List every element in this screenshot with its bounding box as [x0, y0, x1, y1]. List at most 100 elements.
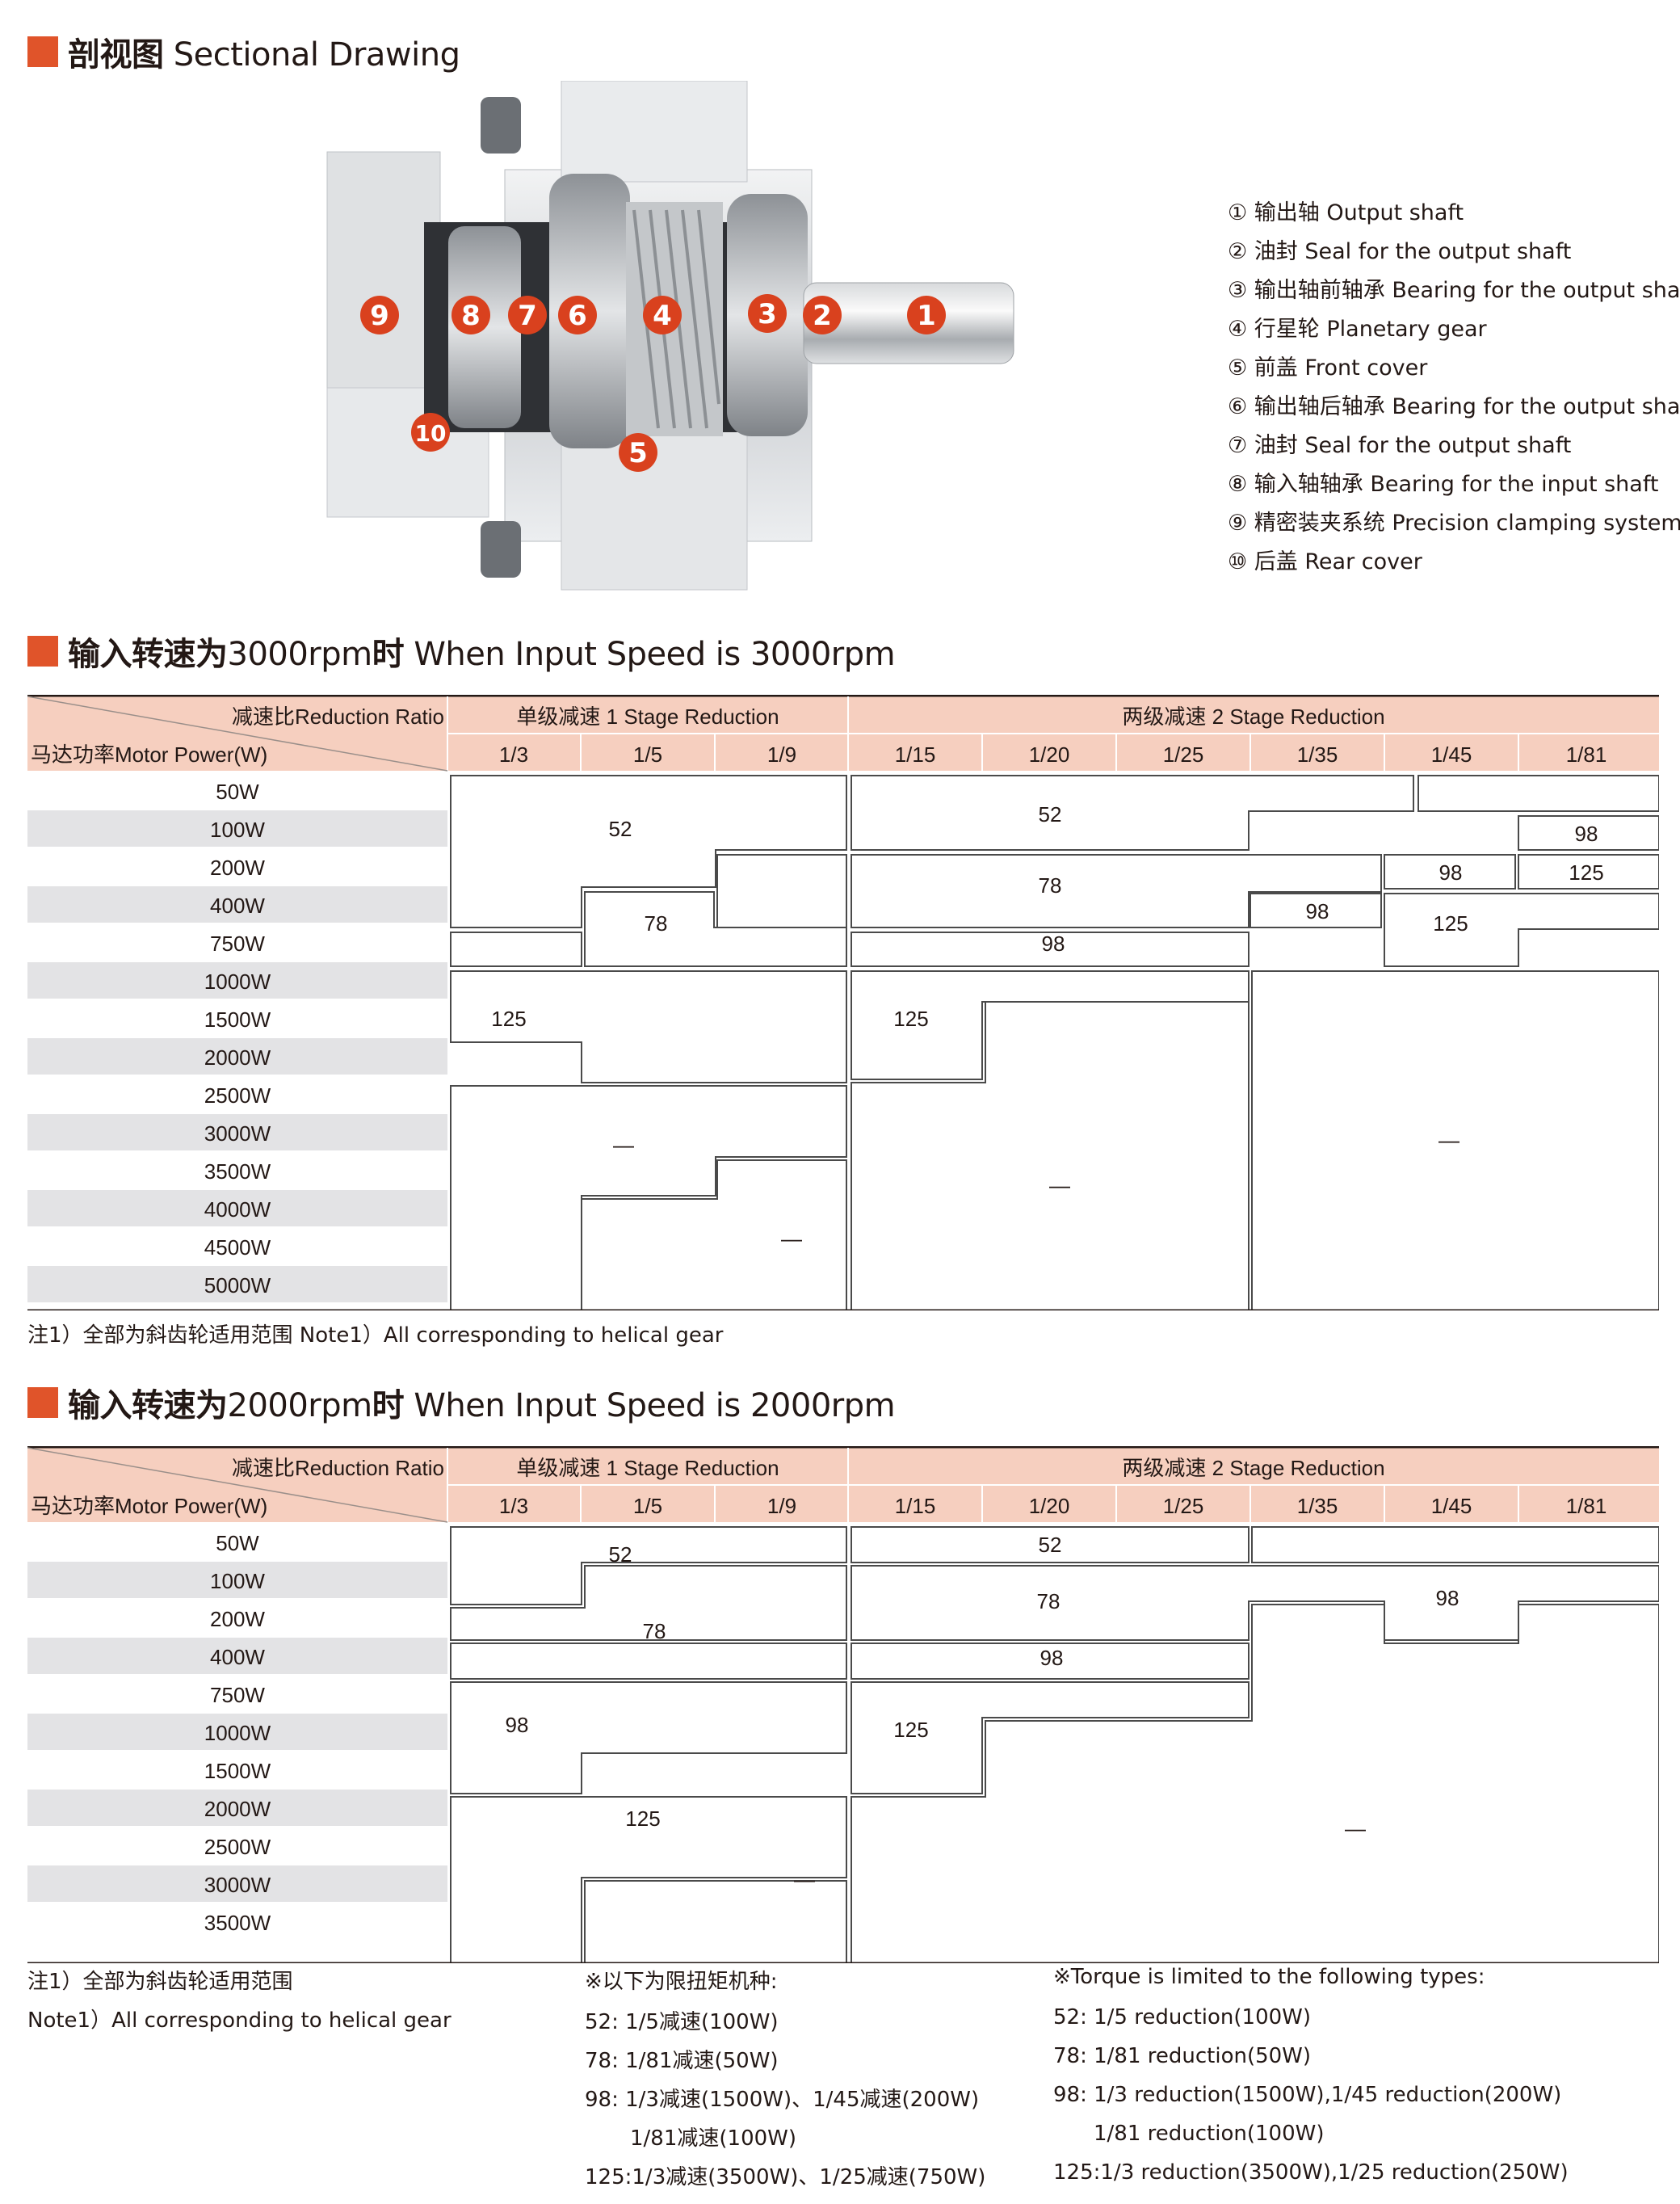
t2-val-98b: 98 — [1040, 1646, 1064, 1670]
title-cn: 输入转速为 — [68, 636, 228, 673]
row-stripe — [27, 1865, 447, 1902]
row-stripe — [27, 1676, 447, 1712]
ratio-1-81: 1/81 — [1566, 1494, 1607, 1518]
gearbox-illustration: 9 8 7 6 4 3 2 1 10 5 — [326, 80, 1014, 591]
ratio-label: 减速比Reduction Ratio — [232, 1456, 444, 1480]
row-stripe — [27, 1266, 447, 1302]
row-label-power: 200W — [210, 856, 265, 880]
torque-note-cn: 98: 1/3减速(1500W)、1/45减速(200W) — [585, 2088, 980, 2112]
row-label-power: 2000W — [204, 1045, 271, 1070]
t1-val-125c: 125 — [893, 1007, 928, 1031]
row-label-power: 4000W — [204, 1197, 271, 1222]
row-stripe — [27, 962, 447, 999]
ratio-1-9: 1/9 — [767, 1494, 796, 1518]
marker-1-label: 1 — [917, 300, 936, 332]
torque-table-2000rpm: 减速比Reduction Ratio 马达功率Motor Power(W) 单级… — [27, 1446, 1659, 1963]
marker-9 — [360, 296, 399, 334]
row-label-power: 1500W — [204, 1007, 271, 1032]
note-cn: 注1）全部为斜齿轮适用范围 — [27, 1970, 293, 1994]
row-label-power: 400W — [210, 894, 265, 918]
t1-val-dash-c: — — [1438, 1128, 1460, 1152]
stage2-label: 两级减速 2 Stage Reduction — [1122, 705, 1384, 729]
t1-val-78b: 78 — [645, 911, 668, 936]
title-cn: 剖视图 — [68, 36, 164, 74]
ratio-1-35: 1/35 — [1297, 742, 1338, 767]
torque-note-cn: 125:1/3减速(3500W)、1/25减速(750W) — [585, 2165, 986, 2189]
ratio-1-45: 1/45 — [1431, 742, 1472, 767]
row-stripe — [27, 1752, 447, 1788]
title-cn-suffix: 时 — [372, 636, 405, 673]
row-label-power: 3500W — [204, 1159, 271, 1184]
parts-legend: ① 输出轴 Output shaft ② 油封 Seal for the out… — [1228, 194, 1680, 582]
title-square-icon — [27, 36, 58, 67]
title-square-icon — [27, 636, 58, 667]
row-stripe — [27, 1903, 447, 1940]
torque-note-cn: 1/81减速(100W) — [630, 2126, 797, 2151]
title-square-icon — [27, 1387, 58, 1418]
t2-val-98a: 98 — [1436, 1586, 1460, 1610]
row-stripe — [27, 1190, 447, 1226]
row-label-power: 400W — [210, 1645, 265, 1669]
row-label-power: 2500W — [204, 1835, 271, 1859]
row-label-power: 3000W — [204, 1121, 271, 1146]
marker-9-label: 9 — [370, 300, 389, 332]
ratio-1-3: 1/3 — [499, 742, 528, 767]
marker-5-label: 5 — [628, 437, 648, 469]
marker-2 — [803, 296, 842, 334]
legend-item: ⑥ 输出轴后轴承 Bearing for the output shaft — [1228, 394, 1680, 419]
legend-item: ① 输出轴 Output shaft — [1228, 200, 1464, 225]
t1-val-98d: 98 — [1042, 932, 1065, 956]
marker-4 — [643, 296, 682, 334]
row-stripe — [27, 1828, 447, 1864]
ratio-1-5: 1/5 — [633, 742, 662, 767]
ratio-1-5: 1/5 — [633, 1494, 662, 1518]
ratio-1-25: 1/25 — [1163, 742, 1204, 767]
row-stripe — [27, 1228, 447, 1264]
t2-val-52b: 52 — [1039, 1533, 1062, 1557]
row-label-power: 4500W — [204, 1235, 271, 1260]
row-stripe — [27, 924, 447, 961]
row-stripe — [27, 1562, 447, 1598]
marker-6-label: 6 — [568, 300, 587, 332]
t1-val-125b: 125 — [1433, 911, 1468, 936]
row-stripe — [27, 1790, 447, 1826]
title-en: When Input Speed is 3000rpm — [414, 636, 896, 673]
legend-item: ④ 行星轮 Planetary gear — [1228, 317, 1487, 342]
stage1-label: 单级减速 1 Stage Reduction — [516, 1456, 779, 1480]
torque-note-en: 1/81 reduction(100W) — [1094, 2122, 1325, 2146]
title-rpm: 2000rpm — [227, 1387, 373, 1424]
section-title-sectional: 剖视图 Sectional Drawing — [27, 32, 460, 74]
row-label-power: 5000W — [204, 1273, 271, 1298]
stage2-label: 两级减速 2 Stage Reduction — [1122, 1456, 1384, 1480]
row-stripe — [27, 1076, 447, 1113]
row-label-power: 3500W — [204, 1911, 271, 1935]
torque-note-en: 98: 1/3 reduction(1500W),1/45 reduction(… — [1053, 2083, 1562, 2107]
note-helical-1: 注1）全部为斜齿轮适用范围 Note1）All corresponding to… — [27, 1323, 724, 1348]
torque-note-cn: 78: 1/81减速(50W) — [585, 2049, 779, 2073]
title-en: When Input Speed is 2000rpm — [414, 1387, 896, 1424]
marker-1 — [907, 296, 946, 334]
ratio-1-81: 1/81 — [1566, 742, 1607, 767]
marker-6 — [558, 296, 597, 334]
t2-val-dash-b: — — [1345, 1816, 1366, 1840]
torque-note-cn: 52: 1/5减速(100W) — [585, 2010, 779, 2034]
row-stripe — [27, 1714, 447, 1750]
ratio-1-35: 1/35 — [1297, 1494, 1338, 1518]
row-stripe — [27, 886, 447, 923]
row-label-power: 1000W — [204, 970, 271, 994]
t1-val-52a: 52 — [609, 817, 632, 841]
row-label-power: 750W — [210, 1683, 265, 1707]
t1-val-98e: 125 — [491, 1007, 526, 1031]
ratio-1-15: 1/15 — [895, 742, 936, 767]
ratio-1-25: 1/25 — [1163, 1494, 1204, 1518]
row-stripe — [27, 848, 447, 885]
torque-note-en: 78: 1/81 reduction(50W) — [1053, 2044, 1312, 2068]
row-label-power: 2500W — [204, 1083, 271, 1108]
marker-8-label: 8 — [461, 300, 481, 332]
ratio-1-15: 1/15 — [895, 1494, 936, 1518]
row-label-power: 750W — [210, 932, 265, 956]
torque-note-en: 125:1/3 reduction(3500W),1/25 reduction(… — [1053, 2160, 1569, 2185]
row-stripe — [27, 1600, 447, 1636]
legend-item: ② 油封 Seal for the output shaft — [1228, 239, 1572, 264]
row-label-power: 3000W — [204, 1873, 271, 1897]
